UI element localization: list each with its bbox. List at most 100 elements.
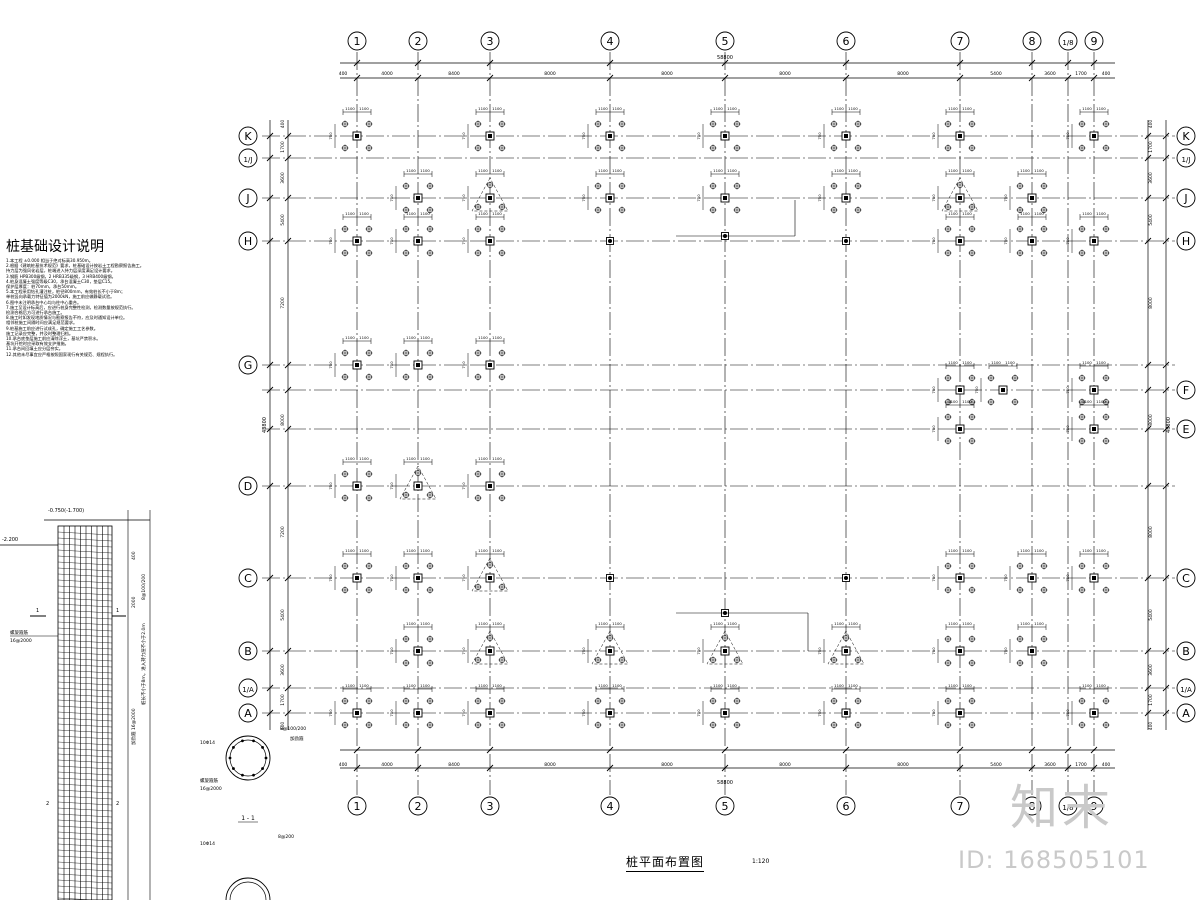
column-core [355, 576, 359, 580]
cap-side-text: 750 [931, 709, 936, 717]
cap-dim-text: 1100 [962, 548, 972, 553]
right-dim-text: 5400 [1148, 609, 1154, 621]
pile-cap: 1100 1100 750 [581, 106, 626, 152]
single-pile-core [844, 576, 848, 580]
dim-tick [1144, 425, 1152, 433]
cap-dim-text: 1100 [962, 621, 972, 626]
column-core [416, 576, 420, 580]
axis-bubble-right-E: E [1183, 423, 1190, 436]
cap-side-text: 750 [931, 647, 936, 655]
section-2-inner [229, 881, 267, 900]
cap-dim-text: 1100 [612, 106, 622, 111]
section-1-rebar [264, 756, 268, 760]
left-dim-text: 5400 [280, 214, 286, 226]
axis-bubble-top-1/8-circle [1058, 31, 1078, 51]
cap-side-text: 750 [389, 361, 394, 369]
cap-side-text: 750 [328, 482, 333, 490]
axis-bubble-bottom-6: 6 [843, 800, 850, 813]
right-dim-text: 400 [1148, 120, 1154, 129]
dim-tick [284, 684, 292, 692]
cap-dim-text: 1100 [492, 683, 502, 688]
cap-dim-text: 1100 [345, 106, 355, 111]
pile-spiral [57, 885, 113, 890]
cap-side-text: 750 [1065, 709, 1070, 717]
dim-tick [284, 574, 292, 582]
left-dim-text: 8000 [280, 414, 286, 426]
axis-bubble-left-G-circle [238, 355, 258, 375]
left-dim-text: 7200 [280, 526, 286, 538]
right-dim-text: 8000 [1148, 414, 1154, 426]
column-core [844, 134, 848, 138]
axis-bubble-top-6: 6 [843, 35, 850, 48]
bottom-dim-text: 8000 [779, 762, 791, 768]
dim-tick [266, 709, 274, 717]
dim-tick [353, 74, 361, 82]
cap-side-text: 750 [581, 132, 586, 140]
cap-side-text: 750 [461, 194, 466, 202]
pile-spiral [57, 639, 113, 644]
detail-section-marker: 2 [116, 801, 119, 807]
cap-dim-text: 1100 [1034, 168, 1044, 173]
pile-spiral [57, 669, 113, 674]
column-core [958, 649, 962, 653]
column-core [958, 196, 962, 200]
bottom-dim-text: 400 [1102, 762, 1111, 768]
axis-bubble-left-J: J [245, 192, 249, 205]
cap-side-text: 750 [931, 237, 936, 245]
section-1-mark: 1 - 1 [241, 815, 255, 822]
column-core [958, 711, 962, 715]
pile-spiral [57, 609, 113, 614]
cap-dim-text: 1100 [848, 621, 858, 626]
triangular-cap-outline [471, 557, 509, 592]
pile-spiral [57, 627, 113, 632]
column-core [416, 239, 420, 243]
cap-side-text: 750 [581, 709, 586, 717]
cap-side-text: 750 [931, 574, 936, 582]
axis-bubble-top-6-circle [836, 31, 856, 51]
cap-dim-text: 1100 [834, 683, 844, 688]
cap-dim-text: 1100 [598, 621, 608, 626]
cap-dim-text: 1100 [1005, 360, 1015, 365]
dim-tick [1144, 647, 1152, 655]
column-core [488, 196, 492, 200]
cap-dim-text: 1100 [598, 106, 608, 111]
design-note-line: 2.根据《建筑桩基技术规范》要求，桩基础设计按岩土工程勘察报告施工。 [6, 263, 144, 269]
dim-tick [956, 59, 964, 67]
right-dim-text: 3600 [1148, 172, 1154, 184]
cap-dim-text: 1100 [492, 456, 502, 461]
dim-tick [284, 482, 292, 490]
column-core [723, 711, 727, 715]
axis-bubble-right-1/J-circle [1176, 148, 1196, 168]
axis-bubble-right-F: F [1183, 384, 1189, 397]
dim-tick [486, 764, 494, 772]
dim-tick [486, 59, 494, 67]
dim-tick [353, 59, 361, 67]
bottom-dim-text: 3600 [1044, 762, 1056, 768]
dim-tick [1162, 132, 1170, 140]
cap-side-text: 750 [328, 709, 333, 717]
cap-side-text: 750 [1003, 237, 1008, 245]
cap-side-text: 750 [931, 194, 936, 202]
column-core [488, 711, 492, 715]
cap-side-text: 750 [931, 425, 936, 433]
axis-bubble-left-C-circle [238, 568, 258, 588]
cap-dim-text: 1100 [848, 106, 858, 111]
cap-dim-text: 1100 [406, 168, 416, 173]
cap-side-text: 750 [817, 194, 822, 202]
triangular-cap-outline [941, 177, 979, 212]
cap-dim-text: 1100 [478, 621, 488, 626]
design-note-line: 10.承台底垫层施工前应清除浮土，基坑严禁积水。 [6, 336, 101, 342]
cap-dim-text: 1100 [598, 168, 608, 173]
pile-spiral [57, 675, 113, 680]
cap-dim-text: 1100 [478, 106, 488, 111]
pile-spiral [57, 783, 113, 788]
